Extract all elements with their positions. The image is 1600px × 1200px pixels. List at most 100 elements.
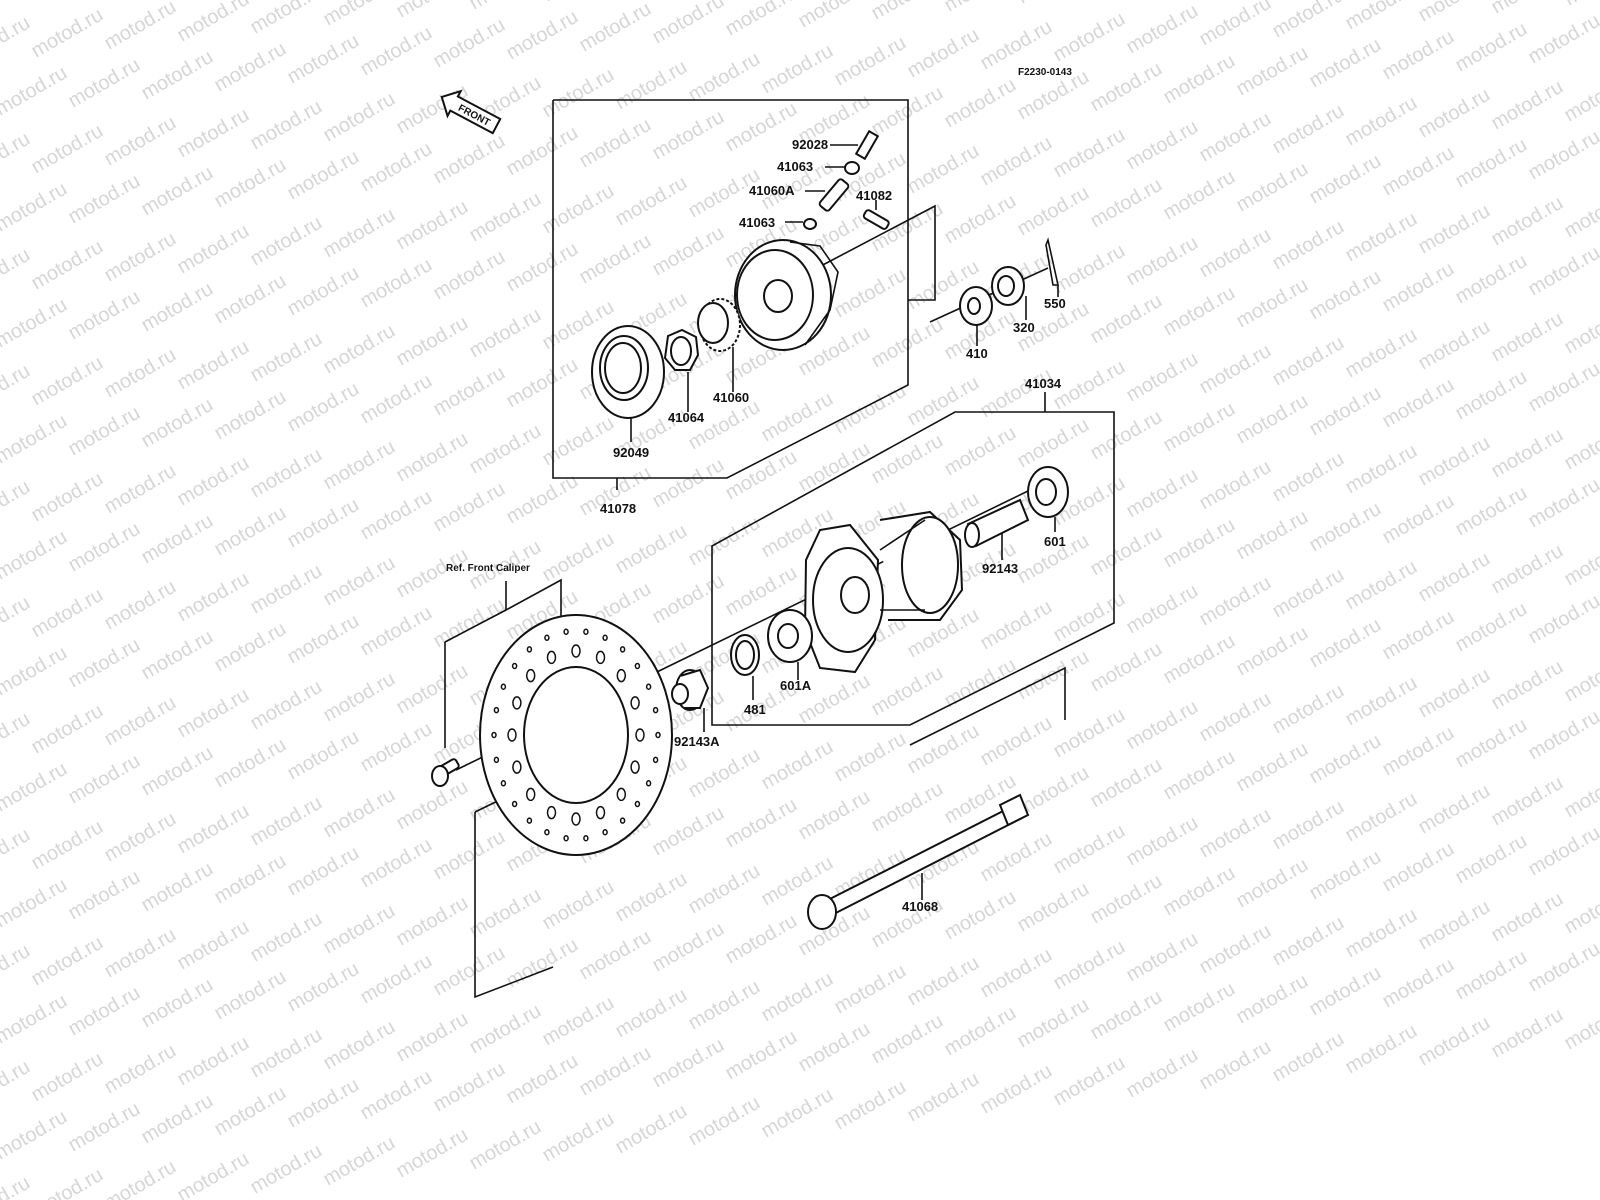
watermark-text: motod.ru <box>357 22 436 81</box>
watermark-text: motod.ru <box>138 1090 217 1149</box>
watermark-text: motod.ru <box>1306 614 1385 673</box>
watermark-text: motod.ru <box>1087 986 1166 1045</box>
watermark-text: motod.ru <box>393 0 472 22</box>
watermark-text: motod.ru <box>1525 938 1600 997</box>
watermark-text: motod.ru <box>1087 58 1166 117</box>
watermark-text: motod.ru <box>1379 490 1458 549</box>
watermark-text: motod.ru <box>1452 830 1531 889</box>
part-label-320: 320 <box>1013 320 1035 335</box>
watermark-text: motod.ru <box>174 1032 253 1091</box>
watermark-text: motod.ru <box>1196 0 1275 50</box>
watermark-text: motod.ru <box>1123 812 1202 871</box>
watermark-text: motod.ru <box>1196 108 1275 167</box>
watermark-text: motod.ru <box>320 1132 399 1191</box>
group-outline-41034 <box>711 392 1115 726</box>
watermark-text: motod.ru <box>1233 390 1312 449</box>
watermark-text: motod.ru <box>1561 532 1600 591</box>
watermark-text: motod.ru <box>284 494 363 553</box>
watermark-text: motod.ru <box>503 122 582 181</box>
watermark-text: motod.ru <box>247 908 326 967</box>
watermark-text: motod.ru <box>1050 124 1129 183</box>
watermark-text: motod.ru <box>1525 358 1600 417</box>
watermark-text: motod.ru <box>211 154 290 213</box>
watermark-text: motod.ru <box>1488 76 1567 135</box>
watermark-text: motod.ru <box>0 0 71 4</box>
watermark-text: motod.ru <box>101 228 180 287</box>
watermark-text: motod.ru <box>576 0 655 56</box>
disc-hole <box>634 800 641 808</box>
watermark-text: motod.ru <box>430 942 509 1001</box>
watermark-text: motod.ru <box>1525 242 1600 301</box>
disc-hole <box>616 787 627 802</box>
watermark-text: motod.ru <box>138 974 217 1033</box>
watermark-text: motod.ru <box>831 32 910 91</box>
watermark-text: motod.ru <box>284 1074 363 1133</box>
watermark-text: motod.ru <box>685 744 764 803</box>
watermark-text: motod.ru <box>1415 0 1494 26</box>
watermark-text: motod.ru <box>612 868 691 927</box>
watermark-text: motod.ru <box>1160 166 1239 225</box>
part-481-circlip <box>730 634 760 700</box>
watermark-text: motod.ru <box>685 860 764 919</box>
disc-hole <box>645 780 652 787</box>
part-41068-axle <box>807 793 1030 930</box>
watermark-text: motod.ru <box>28 120 107 179</box>
watermark-text: motod.ru <box>1561 648 1600 707</box>
watermark-text: motod.ru <box>685 48 764 107</box>
watermark-text: motod.ru <box>65 170 144 229</box>
watermark-text: motod.ru <box>1379 258 1458 317</box>
watermark-text: motod.ru <box>1306 962 1385 1021</box>
watermark-text: motod.ru <box>1379 838 1458 897</box>
watermark-text: motod.ru <box>1014 878 1093 937</box>
watermark-text: motod.ru <box>795 0 874 32</box>
watermark-text: motod.ru <box>1123 0 1202 58</box>
watermark-text: motod.ru <box>1160 862 1239 921</box>
watermark-text: motod.ru <box>284 958 363 1017</box>
watermark-text: motod.ru <box>247 792 326 851</box>
watermark-text: motod.ru <box>1488 0 1567 18</box>
watermark-text: motod.ru <box>101 1156 180 1200</box>
watermark-text: motod.ru <box>1050 936 1129 995</box>
watermark-text: motod.ru <box>174 568 253 627</box>
watermark-text: motod.ru <box>1561 184 1600 243</box>
watermark-text: motod.ru <box>1014 182 1093 241</box>
watermark-text: motod.ru <box>1452 250 1531 309</box>
watermark-text: motod.ru <box>1269 100 1348 159</box>
disc-hole <box>563 834 569 842</box>
watermark-text: motod.ru <box>138 742 217 801</box>
watermark-text: motod.ru <box>539 1108 618 1167</box>
watermark-text: motod.ru <box>174 0 253 46</box>
watermark-text: motod.ru <box>320 320 399 379</box>
disc-hole <box>507 728 517 742</box>
watermark-text: motod.ru <box>649 106 728 165</box>
watermark-text: motod.ru <box>1379 374 1458 433</box>
watermark-text: motod.ru <box>1306 846 1385 905</box>
watermark-text: motod.ru <box>758 736 837 795</box>
watermark-text: motod.ru <box>904 952 983 1011</box>
watermark-text: motod.ru <box>868 778 947 837</box>
watermark-text: motod.ru <box>320 0 399 30</box>
watermark-text: motod.ru <box>211 38 290 97</box>
watermark-text: motod.ru <box>977 132 1056 191</box>
watermark-text: motod.ru <box>1561 416 1600 475</box>
disc-hole <box>602 828 608 836</box>
watermark-text: motod.ru <box>1452 366 1531 425</box>
disc-hole <box>526 817 533 824</box>
watermark-text: motod.ru <box>1196 572 1275 631</box>
watermark-text: motod.ru <box>722 794 801 853</box>
disc-hole <box>619 817 626 824</box>
watermark-text: motod.ru <box>1233 274 1312 333</box>
watermark-text: motod.ru <box>1196 920 1275 979</box>
watermark-text: motod.ru <box>430 826 509 885</box>
watermark-text: motod.ru <box>1269 0 1348 42</box>
disc-hole <box>583 628 589 636</box>
watermark-text: motod.ru <box>1561 68 1600 127</box>
part-label-41063-upper: 41063 <box>777 159 813 174</box>
disc-hole <box>544 634 550 642</box>
watermark-text: motod.ru <box>65 866 144 925</box>
watermark-text: motod.ru <box>0 940 34 999</box>
watermark-text: motod.ru <box>941 74 1020 133</box>
watermark-text: motod.ru <box>1379 142 1458 201</box>
watermark-text: motod.ru <box>1342 788 1421 847</box>
watermark-text: motod.ru <box>1525 590 1600 649</box>
